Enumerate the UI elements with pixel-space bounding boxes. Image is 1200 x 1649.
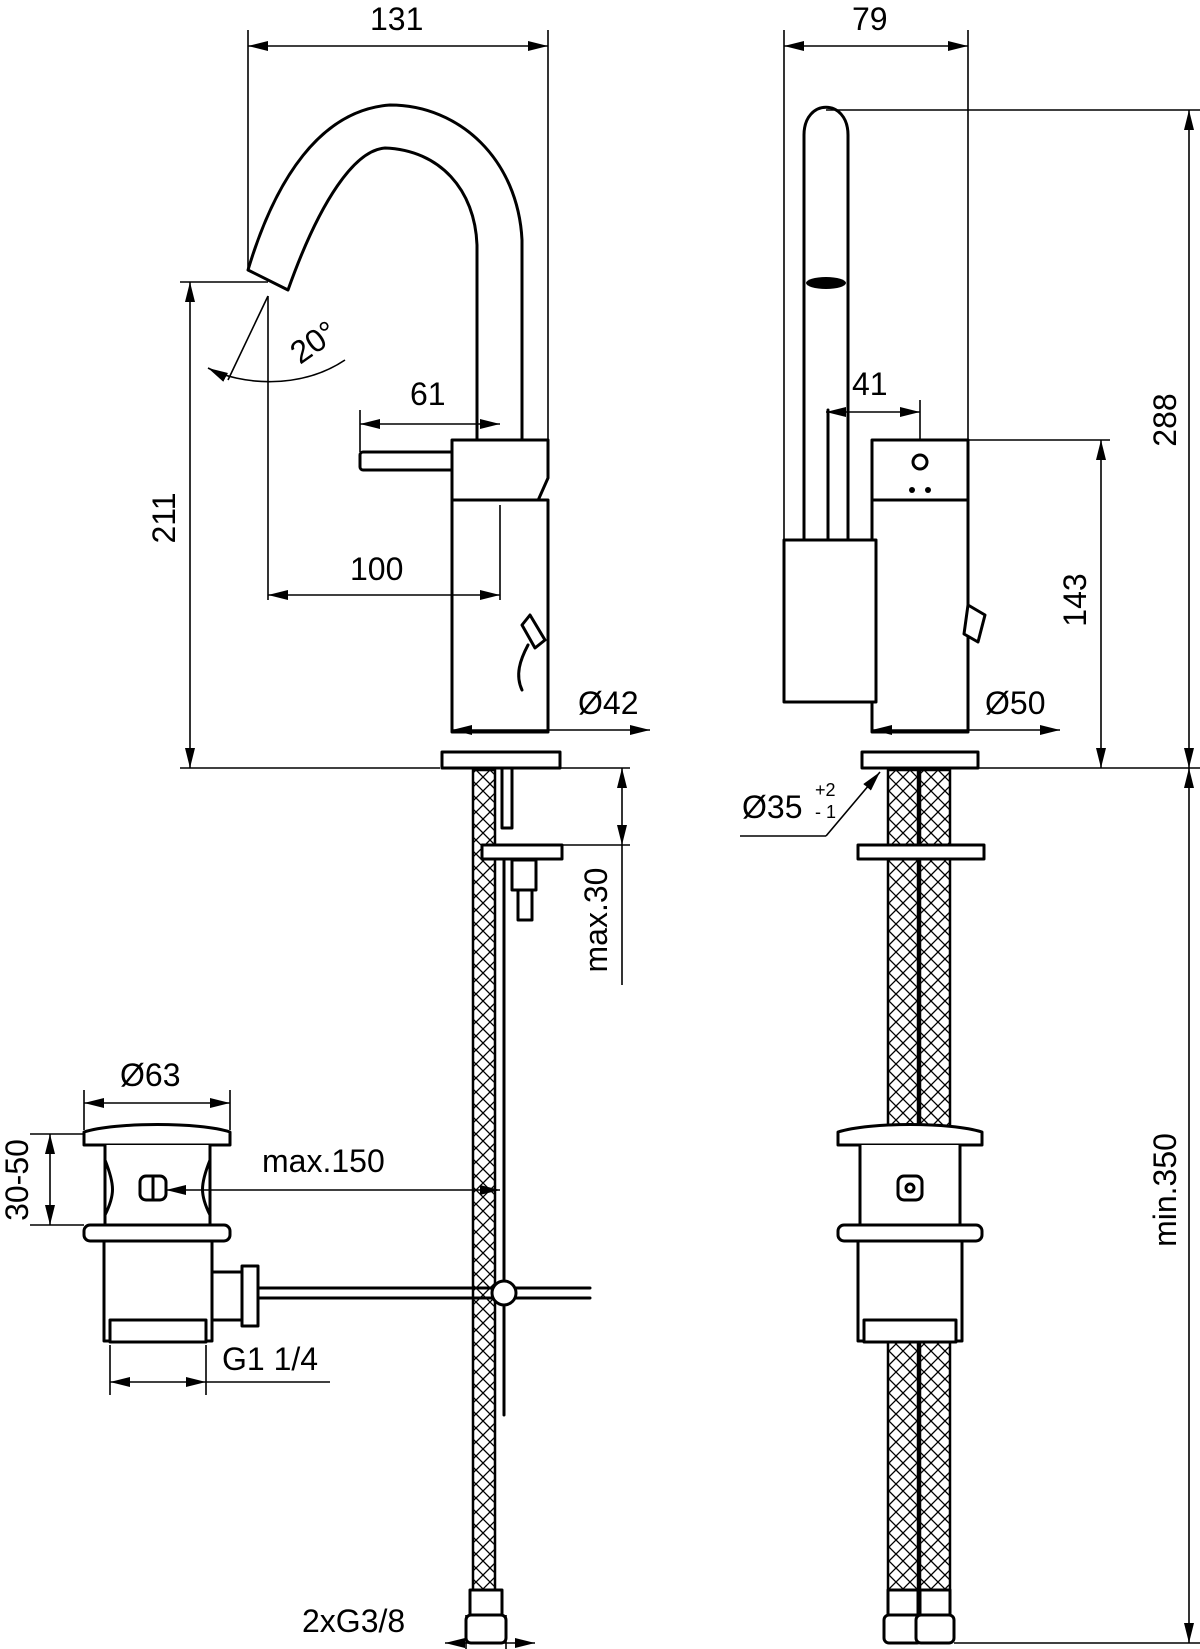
dim-143: 143 [1057,573,1093,626]
front-dimensions: 131 211 20° 61 100 Ø42 max.30 2xG3/8 [146,1,650,1649]
side-outlet [806,277,846,289]
front-head [450,438,550,507]
waste-view [82,1123,592,1344]
front-spout [246,103,524,442]
front-lever [358,450,457,472]
dim-angle: 20° [283,313,343,370]
dim-2xg38: 2xG3/8 [302,1603,405,1639]
side-indicator [911,453,929,471]
waste-rod-clip [490,1279,518,1307]
dim-dia35-plus: +2 [815,780,836,800]
dim-min350: min.350 [1147,1133,1183,1247]
waste-cap [82,1123,232,1147]
side-lever [782,538,878,704]
dim-dia63: Ø63 [120,1057,180,1093]
front-bracket [480,843,564,861]
front-nut-tail [516,888,534,922]
front-hose-end [468,1588,504,1617]
front-popup-rod [517,643,530,692]
side-waste-cap [836,1123,984,1147]
side-view [782,105,987,1645]
dim-61: 61 [410,376,446,412]
dim-30-50: 30-50 [0,1139,35,1221]
dim-g114: G1 1/4 [222,1341,318,1377]
front-hose-nut [464,1613,508,1645]
dim-131: 131 [370,1,423,37]
waste-branch-nut [240,1264,260,1328]
front-popup-knob [520,613,547,650]
dim-288: 288 [1147,393,1183,446]
waste-tail-bottom [108,1318,208,1344]
dim-dia42: Ø42 [578,685,638,721]
waste-dimensions: Ø63 30-50 max.150 G1 1/4 [0,1057,500,1395]
dim-79: 79 [852,1,888,37]
front-stud [500,766,514,830]
side-spout [802,105,850,547]
waste-branch [210,1270,244,1322]
front-base [440,750,562,770]
dim-211: 211 [146,492,182,543]
side-body [870,498,970,734]
dim-dia35-minus: - 1 [815,802,836,822]
side-head [870,438,970,504]
side-dimensions: 79 288 41 143 Ø50 Ø35 +2 - 1 min.350 [740,1,1200,1644]
front-nut [510,858,538,892]
waste-ring [82,1223,232,1243]
dim-max30: max.30 [578,868,614,973]
side-bracket [856,843,986,861]
side-base [860,750,980,770]
dim-dia35: Ø35 [742,789,802,825]
dim-41: 41 [852,366,888,402]
dim-dia50: Ø50 [985,685,1045,721]
dim-100: 100 [350,551,403,587]
dim-max150: max.150 [262,1143,385,1179]
front-hose-braid [474,771,494,1604]
